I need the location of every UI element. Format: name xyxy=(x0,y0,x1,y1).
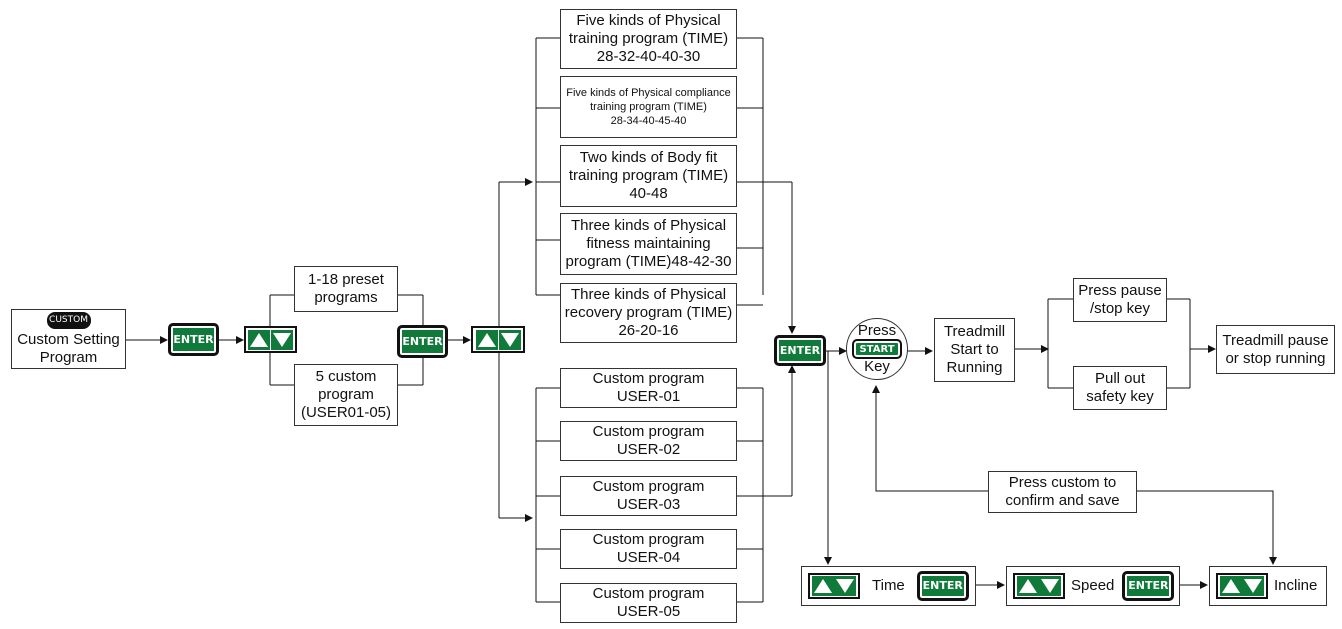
custom-line2: program xyxy=(318,386,374,403)
program-5-line3: 26-20-16 xyxy=(618,322,679,339)
down-arrow-icon xyxy=(270,329,293,350)
program-4-line3: program (TIME)48-42-30 xyxy=(565,253,732,270)
program-1-line3: 28-32-40-40-30 xyxy=(596,48,701,65)
down-arrow-icon xyxy=(498,329,521,350)
speed-label: Speed xyxy=(1071,577,1115,594)
confirm-line1: Press custom to xyxy=(1008,474,1117,491)
speed-step-box: Speed ENTER xyxy=(1006,566,1180,606)
enter-key-label: ENTER xyxy=(922,579,963,592)
user-2-line2: USER-02 xyxy=(616,441,681,458)
enter-key-3: ENTER xyxy=(774,335,826,366)
confirm-save-box: Press custom to confirm and save xyxy=(988,471,1137,513)
pause-stop-key-box: Press pause /stop key xyxy=(1073,278,1167,322)
press-start-key-circle: Press START Key xyxy=(846,318,908,380)
up-arrow-icon xyxy=(248,329,271,350)
treadmill-start-box: Treadmill Start to Running xyxy=(934,318,1015,382)
start-key-label: START xyxy=(859,343,895,355)
user-3-line1: Custom program xyxy=(592,478,705,495)
program-1-line2: training program (TIME) xyxy=(568,30,729,47)
treadmill-start-line2: Start to xyxy=(950,341,999,358)
custom-key-icon: CUSTOM xyxy=(46,311,91,329)
up-down-keys-incline xyxy=(1216,573,1268,599)
custom-setting-line2: Program xyxy=(39,348,98,366)
pause-line1: Press pause xyxy=(1078,282,1162,299)
key-label: Key xyxy=(864,358,890,375)
press-label: Press xyxy=(857,322,897,339)
treadmill-start-line3: Running xyxy=(946,359,1003,376)
safety-line2: safety key xyxy=(1086,388,1154,405)
custom-line1: 5 custom xyxy=(315,368,377,385)
time-step-box: Time ENTER xyxy=(801,566,976,606)
user-box-3: Custom program USER-03 xyxy=(560,476,737,516)
program-box-5: Three kinds of Physical recovery program… xyxy=(560,283,737,343)
up-down-keys-1 xyxy=(244,326,297,353)
enter-key-1: ENTER xyxy=(168,323,219,356)
custom-line3: (USER01-05) xyxy=(300,404,392,421)
enter-key-2: ENTER xyxy=(397,325,448,358)
user-5-line2: USER-05 xyxy=(616,603,681,620)
program-1-line1: Five kinds of Physical xyxy=(576,12,721,29)
user-1-line2: USER-01 xyxy=(616,388,681,405)
pause-line2: /stop key xyxy=(1089,300,1151,317)
user-box-1: Custom program USER-01 xyxy=(560,368,737,408)
down-arrow-icon xyxy=(1242,576,1264,596)
program-3-line3: 40-48 xyxy=(629,185,668,202)
safety-line1: Pull out xyxy=(1094,370,1146,387)
custom-key-label: CUSTOM xyxy=(49,315,88,325)
program-box-1: Five kinds of Physical training program … xyxy=(560,9,737,69)
time-label: Time xyxy=(872,577,905,594)
user-2-line1: Custom program xyxy=(592,423,705,440)
up-arrow-icon xyxy=(1220,576,1242,596)
up-down-keys-2 xyxy=(471,326,525,353)
treadmill-stop-box: Treadmill pause or stop running xyxy=(1216,325,1335,374)
program-4-line1: Three kinds of Physical xyxy=(570,217,727,234)
preset-line1: 1-18 preset xyxy=(308,271,384,288)
incline-label: Incline xyxy=(1274,577,1318,594)
program-3-line1: Two kinds of Body fit xyxy=(579,149,718,166)
treadmill-stop-line1: Treadmill pause xyxy=(1222,331,1329,349)
enter-key-label: ENTER xyxy=(402,335,443,348)
enter-key-label: ENTER xyxy=(173,333,214,346)
up-arrow-icon xyxy=(812,576,834,596)
treadmill-stop-line2: or stop running xyxy=(1225,349,1326,367)
enter-key-label: ENTER xyxy=(779,344,821,357)
program-5-line2: recovery program (TIME) xyxy=(564,304,733,321)
program-box-3: Two kinds of Body fit training program (… xyxy=(560,145,737,207)
program-box-2: Five kinds of Physical compliance traini… xyxy=(560,76,737,138)
custom-setting-program-box: CUSTOM Custom Setting Program xyxy=(11,309,126,369)
confirm-line2: confirm and save xyxy=(1005,492,1120,509)
enter-key-time: ENTER xyxy=(916,571,969,601)
program-2-line2: training program (TIME) xyxy=(590,101,707,113)
user-box-4: Custom program USER-04 xyxy=(560,529,737,569)
program-4-line2: fitness maintaining xyxy=(586,235,711,252)
custom-programs-box: 5 custom program (USER01-05) xyxy=(294,364,398,426)
preset-programs-box: 1-18 preset programs xyxy=(294,266,398,312)
user-box-5: Custom program USER-05 xyxy=(560,583,737,623)
up-down-keys-time xyxy=(808,573,860,599)
program-3-line2: training program (TIME) xyxy=(568,167,729,184)
up-arrow-icon xyxy=(1017,576,1039,596)
start-key-icon: START xyxy=(852,339,902,359)
user-3-line2: USER-03 xyxy=(616,496,681,513)
up-down-keys-speed xyxy=(1013,573,1065,599)
user-4-line2: USER-04 xyxy=(616,549,681,566)
treadmill-start-line1: Treadmill xyxy=(943,323,1006,340)
up-arrow-icon xyxy=(475,329,498,350)
program-2-line3: 28-34-40-45-40 xyxy=(610,115,687,127)
enter-key-label: ENTER xyxy=(1128,579,1169,592)
user-5-line1: Custom program xyxy=(592,585,705,602)
preset-line2: programs xyxy=(314,289,378,306)
safety-key-box: Pull out safety key xyxy=(1073,366,1167,410)
enter-key-speed: ENTER xyxy=(1122,571,1175,601)
custom-setting-line1: Custom Setting xyxy=(17,330,120,348)
down-arrow-icon xyxy=(834,576,856,596)
program-box-4: Three kinds of Physical fitness maintain… xyxy=(560,213,737,275)
incline-step-box: Incline xyxy=(1209,566,1327,606)
user-box-2: Custom program USER-02 xyxy=(560,421,737,461)
user-1-line1: Custom program xyxy=(592,370,705,387)
user-4-line1: Custom program xyxy=(592,531,705,548)
down-arrow-icon xyxy=(1039,576,1061,596)
program-2-line1: Five kinds of Physical compliance xyxy=(566,87,731,99)
program-5-line1: Three kinds of Physical xyxy=(570,286,727,303)
